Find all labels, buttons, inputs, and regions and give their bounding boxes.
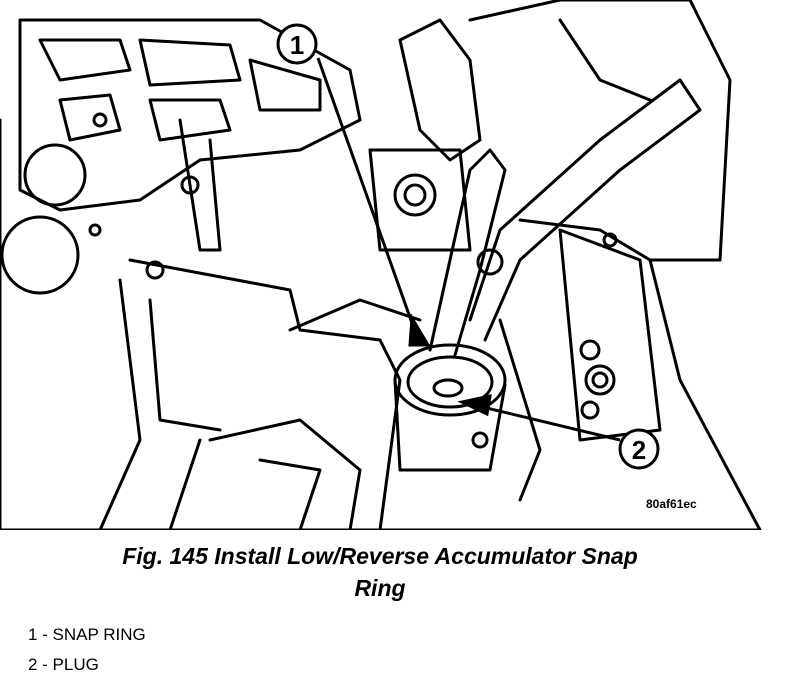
- technical-illustration: 1 2: [0, 0, 762, 530]
- callout-1-number: 1: [290, 30, 304, 60]
- figure-reference-code: 80af61ec: [646, 497, 697, 511]
- accumulator-bore: [393, 343, 507, 472]
- legend-item-snap-ring: 1 - SNAP RING: [28, 625, 146, 644]
- legend-item-plug: 2 - PLUG: [28, 655, 99, 674]
- arrowhead-1: [408, 313, 431, 347]
- figure-caption-line-2: Ring: [354, 575, 406, 601]
- leader-line-2: [469, 402, 621, 442]
- callout-2: 2: [618, 428, 660, 470]
- snap-ring-pliers: [398, 0, 732, 357]
- figure-caption-line-1: Fig. 145 Install Low/Reverse Accumulator…: [122, 543, 638, 569]
- callout-2-number: 2: [632, 435, 646, 465]
- callout-1: 1: [276, 23, 318, 65]
- valve-body-plate: [0, 18, 362, 295]
- transmission-case: [0, 118, 762, 530]
- arrowhead-2: [457, 394, 492, 417]
- leader-line-1: [316, 57, 420, 341]
- figure-legend: 1 - SNAP RING 2 - PLUG: [28, 620, 146, 680]
- figure-caption: Fig. 145 Install Low/Reverse Accumulator…: [30, 540, 730, 604]
